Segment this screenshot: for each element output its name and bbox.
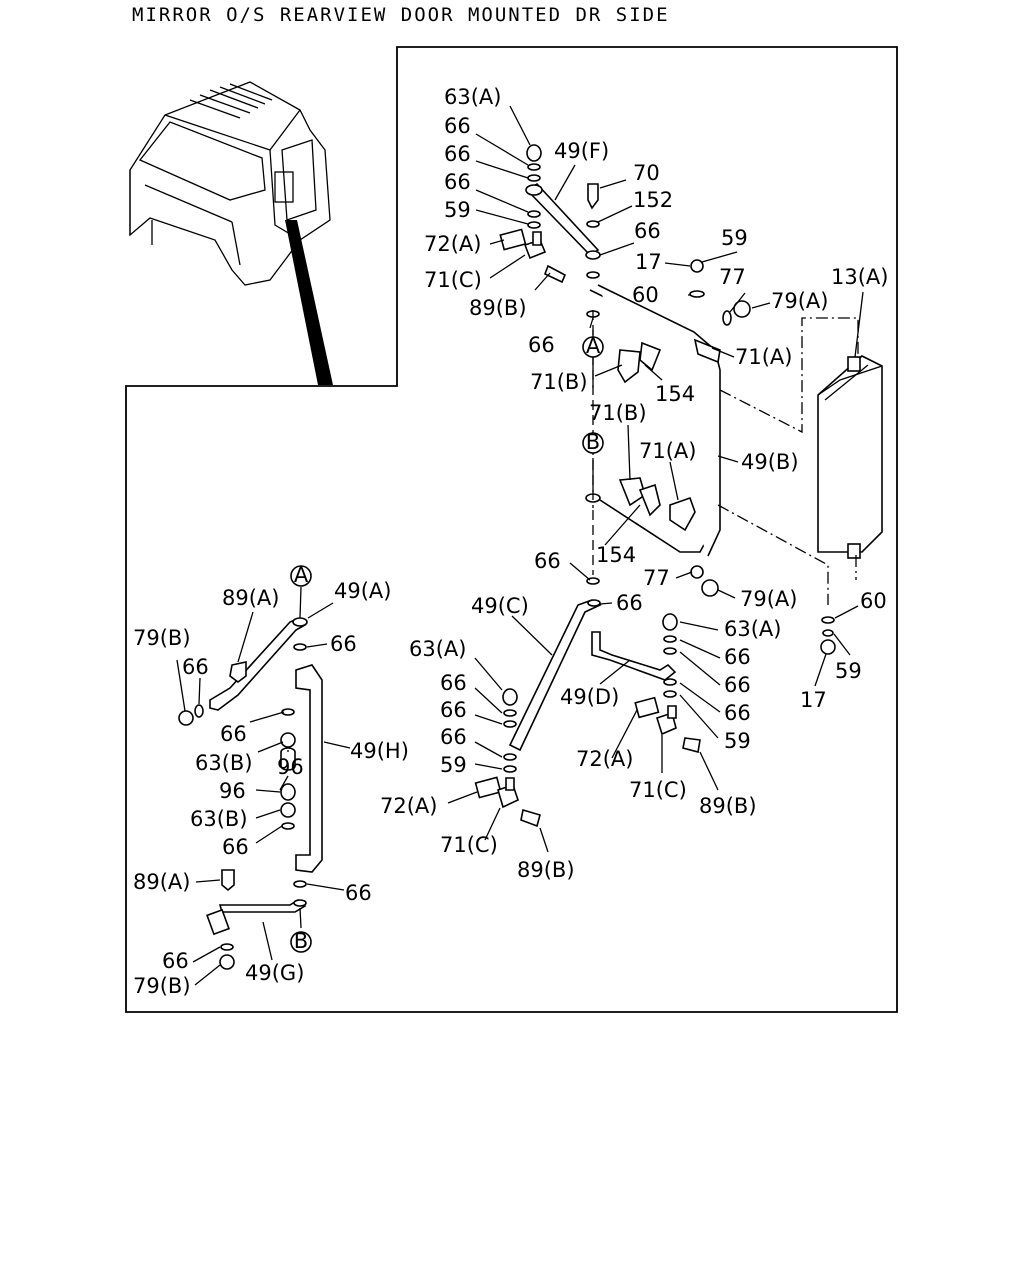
callout-label: 79(A): [740, 587, 797, 611]
callout-label: 71(C): [440, 833, 498, 857]
callout-label: 59: [724, 729, 751, 753]
callout-label: 17: [635, 250, 662, 274]
callout-label: 49(C): [471, 594, 529, 618]
callout-label: 17: [800, 688, 827, 712]
callout-label: 66: [444, 114, 471, 138]
callout-label: 63(A): [409, 637, 466, 661]
callout-label: 72(A): [576, 747, 633, 771]
callout-label: 66: [616, 591, 643, 615]
diagram-title: MIRROR O/S REARVIEW DOOR MOUNTED DR SIDE: [132, 4, 670, 26]
mirror-head: [817, 355, 883, 559]
callout-label: 72(A): [380, 794, 437, 818]
callout-label: 59: [440, 753, 467, 777]
callout-label: 96: [277, 755, 304, 779]
callout-label: 71(C): [629, 778, 687, 802]
callout-label: 66: [534, 549, 561, 573]
callout-label: 66: [222, 835, 249, 859]
callout-label: 59: [835, 659, 862, 683]
callout-label: 66: [440, 725, 467, 749]
leader-lines: [176, 105, 864, 986]
upper-bracket-assembly: [499, 144, 751, 597]
connection-marker: B: [294, 929, 308, 953]
callout-label: 79(B): [133, 626, 191, 650]
callout-label: 71(C): [424, 268, 482, 292]
callout-label: 79(A): [771, 289, 828, 313]
callout-label: 89(B): [469, 296, 527, 320]
callout-label: 59: [444, 198, 471, 222]
callout-label: 89(A): [222, 586, 279, 610]
callout-label: 66: [724, 645, 751, 669]
callout-label: 66: [330, 632, 357, 656]
diagram-frame: [125, 46, 898, 1013]
callout-label: 66: [724, 673, 751, 697]
callout-label: 13(A): [831, 265, 888, 289]
callout-label: 89(B): [517, 858, 575, 882]
callout-label: 70: [633, 161, 660, 185]
callout-label: 71(B): [530, 370, 588, 394]
callout-label: 72(A): [424, 232, 481, 256]
callout-label: 49(A): [334, 579, 391, 603]
callout-label: 96: [219, 779, 246, 803]
callout-label: 66: [220, 722, 247, 746]
callout-label: 49(F): [554, 139, 609, 163]
callout-label: 66: [444, 170, 471, 194]
callout-label: 77: [719, 265, 746, 289]
callout-label: 66: [444, 142, 471, 166]
callout-label: 71(B): [589, 401, 647, 425]
pointer-wedge: [285, 220, 333, 385]
callout-label: 154: [596, 543, 636, 567]
callout-label: 66: [724, 701, 751, 725]
callout-label: 60: [860, 589, 887, 613]
connection-marker: A: [294, 563, 309, 587]
callout-label: 66: [345, 881, 372, 905]
left-bracket-assembly: [178, 617, 323, 970]
callout-label: 66: [528, 333, 555, 357]
connection-marker: A: [586, 334, 601, 358]
dashdot-guide-lower: [717, 504, 857, 605]
callout-label: 49(D): [560, 685, 619, 709]
callout-label: 66: [440, 698, 467, 722]
callout-label: 60: [632, 283, 659, 307]
callout-label: 66: [634, 219, 661, 243]
callout-label: 59: [721, 226, 748, 250]
callout-label: 49(H): [350, 739, 409, 763]
callout-label: 63(B): [195, 751, 253, 775]
middle-bracket-assembly: [474, 599, 701, 828]
connection-markers: A B A B: [290, 334, 604, 953]
callout-label: 63(B): [190, 807, 248, 831]
callout-labels: 63(A) 66 66 66 59 72(A) 71(C) 89(B) 49(F…: [133, 85, 888, 998]
callout-label: 89(A): [133, 870, 190, 894]
callout-label: 49(B): [741, 450, 799, 474]
callout-label: 152: [633, 188, 673, 212]
callout-label: 49(G): [245, 961, 304, 985]
callout-label: 66: [182, 655, 209, 679]
callout-label: 63(A): [724, 617, 781, 641]
callout-label: 79(B): [133, 974, 191, 998]
callout-label: 63(A): [444, 85, 501, 109]
callout-label: 77: [643, 566, 670, 590]
callout-label: 154: [655, 382, 695, 406]
connection-marker: B: [586, 430, 600, 454]
callout-label: 71(A): [639, 439, 696, 463]
callout-label: 71(A): [735, 345, 792, 369]
callout-label: 89(B): [699, 794, 757, 818]
callout-label: 66: [440, 671, 467, 695]
callout-label: 66: [162, 949, 189, 973]
